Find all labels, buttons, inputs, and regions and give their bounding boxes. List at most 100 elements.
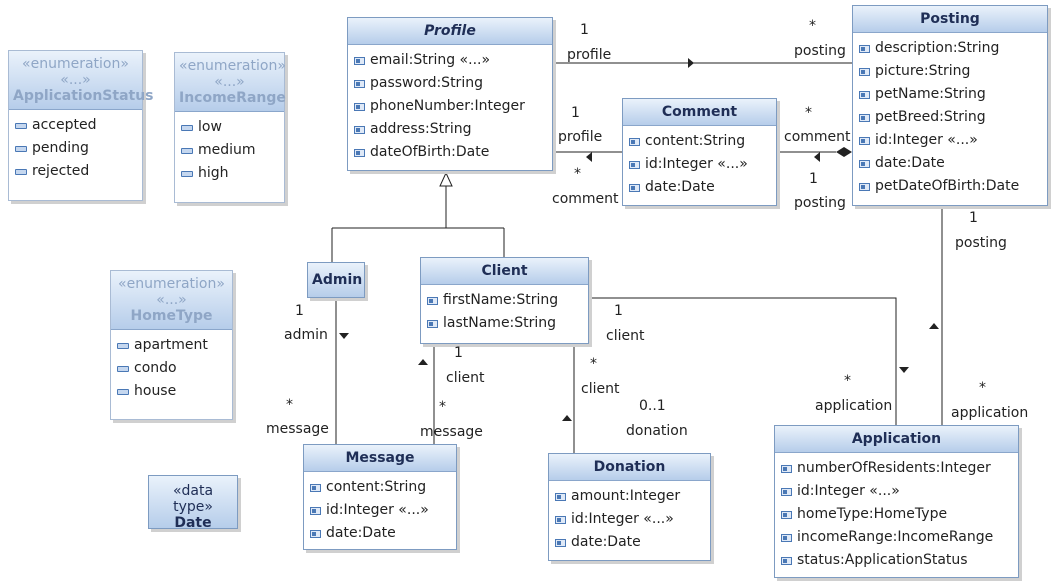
- role-label: client: [446, 370, 485, 386]
- attribute-row: petBreed:String: [859, 106, 1041, 129]
- multiplicity-label: 1: [571, 105, 580, 121]
- attribute-row: phoneNumber:Integer: [354, 95, 546, 118]
- class-name: Donation: [593, 459, 666, 475]
- literal-icon: [117, 365, 129, 372]
- attribute-row: description:String: [859, 37, 1041, 60]
- class-donation[interactable]: Donation amount:Integer id:Integer «...»…: [548, 453, 711, 561]
- enum-literal: rejected: [15, 160, 136, 183]
- literal-icon: [117, 342, 129, 349]
- attribute-row: date:Date: [310, 522, 450, 545]
- multiplicity-label: *: [809, 18, 816, 34]
- attribute-row: id:Integer «...»: [629, 153, 770, 176]
- attribute-row: content:String: [629, 130, 770, 153]
- enum-name: IncomeRange: [179, 90, 286, 106]
- role-label: comment: [784, 129, 851, 145]
- class-application[interactable]: Application numberOfResidents:Integer id…: [774, 425, 1019, 578]
- attribute-icon: [781, 464, 792, 473]
- attribute-icon: [354, 79, 365, 88]
- multiplicity-label: 1: [614, 303, 623, 319]
- role-label: client: [606, 328, 645, 344]
- attribute-icon: [555, 515, 566, 524]
- multiplicity-label: *: [574, 166, 581, 182]
- class-admin[interactable]: Admin: [307, 262, 365, 298]
- multiplicity-label: *: [979, 380, 986, 396]
- multiplicity-label: *: [439, 399, 446, 415]
- attribute-icon: [354, 56, 365, 65]
- enum-income-range[interactable]: «enumeration» «...» IncomeRange low medi…: [174, 52, 286, 203]
- enum-literal: low: [181, 116, 278, 139]
- assoc-client-application: [589, 297, 897, 425]
- attribute-row: date:Date: [629, 176, 770, 199]
- role-label: client: [581, 381, 620, 397]
- enum-name: HomeType: [130, 308, 213, 324]
- multiplicity-label: *: [590, 356, 597, 372]
- attribute-icon: [859, 44, 870, 53]
- attribute-icon: [781, 556, 792, 565]
- class-name: Admin: [312, 272, 363, 288]
- role-label: admin: [284, 327, 328, 343]
- attribute-icon: [781, 510, 792, 519]
- attribute-row: password:String: [354, 72, 546, 95]
- attribute-icon: [427, 319, 438, 328]
- nav-arrow-client-donation: [562, 415, 572, 421]
- class-name: Message: [345, 450, 415, 466]
- attribute-row: id:Integer «...»: [781, 480, 1012, 503]
- class-client[interactable]: Client firstName:String lastName:String: [420, 257, 589, 344]
- stereotype-label: «data type»: [172, 483, 214, 515]
- attribute-icon: [859, 113, 870, 122]
- enum-literal: medium: [181, 139, 278, 162]
- multiplicity-label: 1: [809, 171, 818, 187]
- enum-literal: high: [181, 162, 278, 185]
- enum-literal: accepted: [15, 114, 136, 137]
- nav-arrow-admin-message: [339, 333, 349, 339]
- class-comment[interactable]: Comment content:String id:Integer «...» …: [622, 98, 777, 206]
- class-name: Posting: [920, 11, 980, 27]
- attribute-row: status:ApplicationStatus: [781, 549, 1012, 572]
- class-profile[interactable]: Profile email:String «...» password:Stri…: [347, 17, 553, 171]
- role-label: donation: [626, 423, 688, 439]
- attribute-row: lastName:String: [427, 312, 582, 335]
- attribute-icon: [629, 183, 640, 192]
- attribute-row: email:String «...»: [354, 49, 546, 72]
- class-posting[interactable]: Posting description:String picture:Strin…: [852, 5, 1048, 206]
- attribute-icon: [555, 538, 566, 547]
- attribute-row: amount:Integer: [555, 485, 704, 508]
- enum-home-type[interactable]: «enumeration» «...» HomeType apartment c…: [110, 270, 233, 420]
- attribute-icon: [781, 487, 792, 496]
- enum-application-status[interactable]: «enumeration» «...» ApplicationStatus ac…: [8, 50, 154, 201]
- literal-icon: [15, 145, 27, 152]
- attribute-row: petName:String: [859, 83, 1041, 106]
- class-message[interactable]: Message content:String id:Integer «...» …: [303, 444, 457, 550]
- multiplicity-label: 0..1: [639, 398, 666, 414]
- attribute-icon: [859, 182, 870, 191]
- multiplicity-label: 1: [295, 303, 304, 319]
- attribute-icon: [354, 148, 365, 157]
- attribute-icon: [310, 529, 321, 538]
- stereotype-dots: «...»: [156, 292, 187, 308]
- datatype-date[interactable]: «data type» Date: [148, 475, 238, 531]
- attribute-row: id:Integer «...»: [859, 129, 1041, 152]
- generalization-arrowhead: [439, 171, 453, 187]
- multiplicity-label: 1: [580, 22, 589, 38]
- class-name: Client: [481, 263, 528, 279]
- attribute-row: firstName:String: [427, 289, 582, 312]
- multiplicity-label: *: [844, 373, 851, 389]
- attribute-icon: [354, 102, 365, 111]
- attribute-icon: [354, 125, 365, 134]
- enum-literal: apartment: [117, 334, 226, 357]
- attribute-row: incomeRange:IncomeRange: [781, 526, 1012, 549]
- nav-arrow-comment-posting: [814, 152, 820, 162]
- attribute-icon: [859, 136, 870, 145]
- multiplicity-label: *: [286, 397, 293, 413]
- role-label: message: [420, 424, 483, 440]
- stereotype-label: «enumeration»: [22, 56, 129, 72]
- attribute-row: petDateOfBirth:Date: [859, 175, 1041, 198]
- nav-arrow-posting-application: [929, 323, 939, 329]
- nav-arrow-profile-posting: [688, 58, 694, 68]
- enum-name: ApplicationStatus: [13, 88, 154, 104]
- stereotype-dots: «...»: [214, 74, 245, 90]
- attribute-icon: [859, 159, 870, 168]
- nav-arrow-profile-comment: [586, 152, 592, 162]
- attribute-icon: [555, 492, 566, 501]
